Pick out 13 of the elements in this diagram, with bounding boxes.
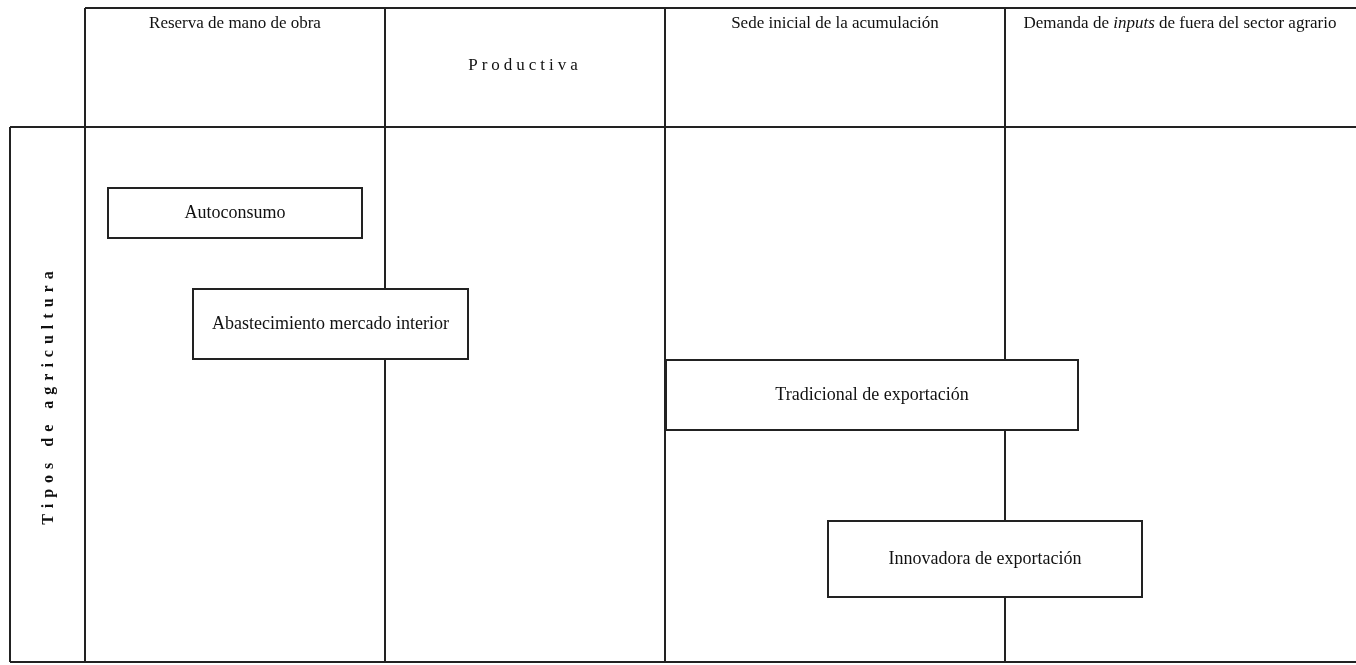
column-header: Reserva de mano de obra <box>148 14 322 32</box>
row-header: Tipos de agricultura <box>38 265 57 525</box>
column-header: Sede inicial de la acumulación <box>730 14 940 32</box>
category-box <box>192 288 469 360</box>
box-label: Abastecimiento mercado interior <box>212 313 449 335</box>
box-label: Tradicional de exportación <box>775 384 969 406</box>
category-box <box>827 520 1143 598</box>
column-header: Demanda de inputs de fuera del sector agrario <box>1022 14 1338 32</box>
box-label: Innovadora de exportación <box>888 548 1082 570</box>
box-label: Autoconsumo <box>184 202 286 224</box>
category-box <box>107 187 363 239</box>
category-box <box>665 359 1079 431</box>
column-header: Productiva <box>467 56 583 74</box>
